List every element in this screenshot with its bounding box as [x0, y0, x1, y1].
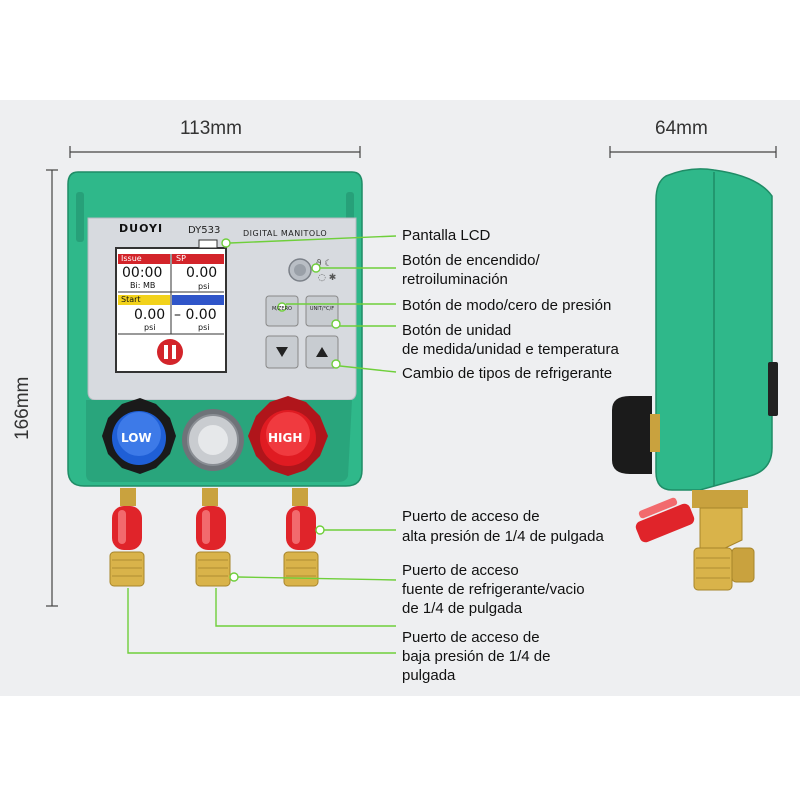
- device-header: DIGITAL MANITOLO: [243, 229, 328, 238]
- down-arrow-button[interactable]: [266, 336, 298, 368]
- side-view: [612, 168, 778, 591]
- knob-low-label: LOW: [121, 431, 152, 445]
- lcd-br-unit: psi: [198, 323, 210, 332]
- lcd-screen: [115, 239, 227, 373]
- lcd-tr-header: SP: [176, 254, 186, 263]
- dimension-lines: [46, 146, 777, 607]
- pause-icon[interactable]: [157, 339, 183, 365]
- lcd-bl-unit: psi: [144, 323, 156, 332]
- lcd-br-value: – 0.00: [174, 307, 217, 323]
- ports: [109, 488, 319, 587]
- lcd-tl-header: Issue: [121, 254, 142, 263]
- up-arrow-button[interactable]: [306, 336, 338, 368]
- width-dimension: 113mm: [180, 118, 242, 139]
- sight-glass-shape: [182, 409, 244, 471]
- callout-refrigerant-type: Cambio de tipos de refrigerante: [402, 365, 613, 382]
- power-button[interactable]: [289, 259, 311, 281]
- callout-power: Botón de encendido/retroiluminación: [402, 252, 540, 288]
- knob-high-shape: [248, 396, 328, 476]
- leader-lines: [127, 235, 397, 654]
- svg-text:◌ ✱: ◌ ✱: [318, 273, 336, 283]
- power-button-shape: ϑ ☾ ◌ ✱: [288, 258, 336, 283]
- callout-mode: Botón de modo/cero de presión: [402, 297, 612, 314]
- lcd-tr-value: 0.00: [186, 265, 218, 281]
- lcd-bl-value: 0.00: [134, 307, 166, 323]
- unit-button[interactable]: UNIT/°C/F: [309, 306, 335, 312]
- brand-label: DUOYI: [119, 222, 164, 235]
- mode-zero-button[interactable]: M/ZERO: [272, 306, 292, 312]
- lcd-tl-value: 00:00: [122, 265, 163, 281]
- model-label: DY533: [188, 225, 221, 236]
- depth-dimension: 64mm: [655, 118, 708, 139]
- knob-high-label: HIGH: [268, 431, 303, 445]
- knob-low-shape: [102, 398, 176, 474]
- lcd-bl-header: Start: [121, 295, 141, 304]
- lcd-tr-unit: psi: [198, 282, 210, 291]
- lcd-tl-unit: Bi: MB: [130, 281, 156, 290]
- callout-lcd: Pantalla LCD: [402, 227, 491, 244]
- svg-text:ϑ ☾: ϑ ☾: [316, 259, 333, 269]
